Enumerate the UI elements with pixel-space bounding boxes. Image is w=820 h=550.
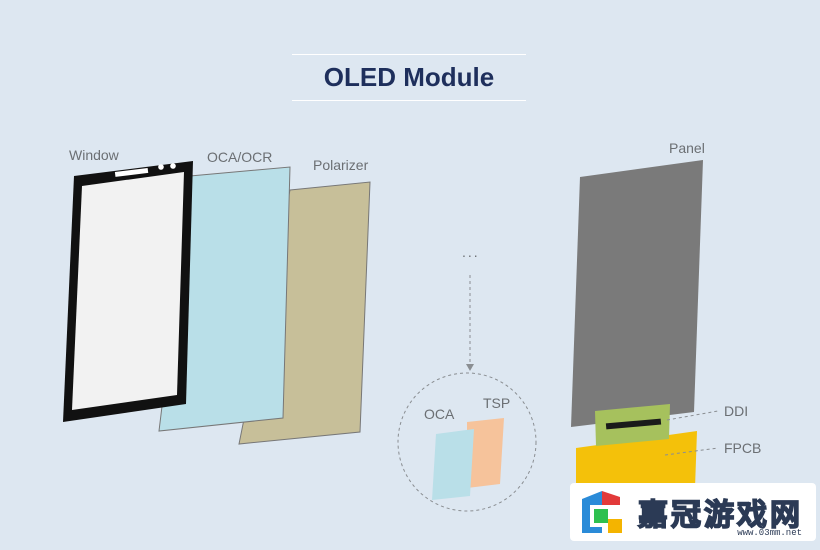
tsp-layer xyxy=(467,418,504,488)
label-oca: OCA xyxy=(424,406,455,422)
watermark-logo-icon xyxy=(576,487,626,537)
watermark-site: www.03mm.net xyxy=(737,528,802,538)
window-camera-dot xyxy=(158,164,164,170)
label-tsp: TSP xyxy=(483,395,511,411)
label-oca-ocr: OCA/OCR xyxy=(207,149,273,165)
window-glass xyxy=(72,172,184,410)
label-fpcb: FPCB xyxy=(724,440,762,456)
detail-circle xyxy=(397,372,537,512)
ddi-chip xyxy=(605,418,662,430)
ddi-leader-line xyxy=(666,410,719,421)
label-polarizer: Polarizer xyxy=(313,157,369,173)
detail-arrow-head xyxy=(466,364,474,371)
oca-small-layer xyxy=(432,429,474,500)
label-panel: Panel xyxy=(669,140,705,156)
watermark: 嘉冠游戏网 www.03mm.net xyxy=(570,483,816,541)
window-camera-dot xyxy=(170,163,176,169)
watermark-text: 嘉冠游戏网 xyxy=(637,498,803,533)
fpcb-leader-line xyxy=(664,447,719,456)
label-window: Window xyxy=(69,147,119,163)
label-ellipsis: ... xyxy=(462,244,480,260)
panel-layer xyxy=(571,160,703,427)
label-ddi: DDI xyxy=(724,403,749,419)
window-speaker-slot xyxy=(114,167,149,177)
page-title: OLED Module xyxy=(292,54,526,101)
fpcb-board xyxy=(576,431,697,488)
